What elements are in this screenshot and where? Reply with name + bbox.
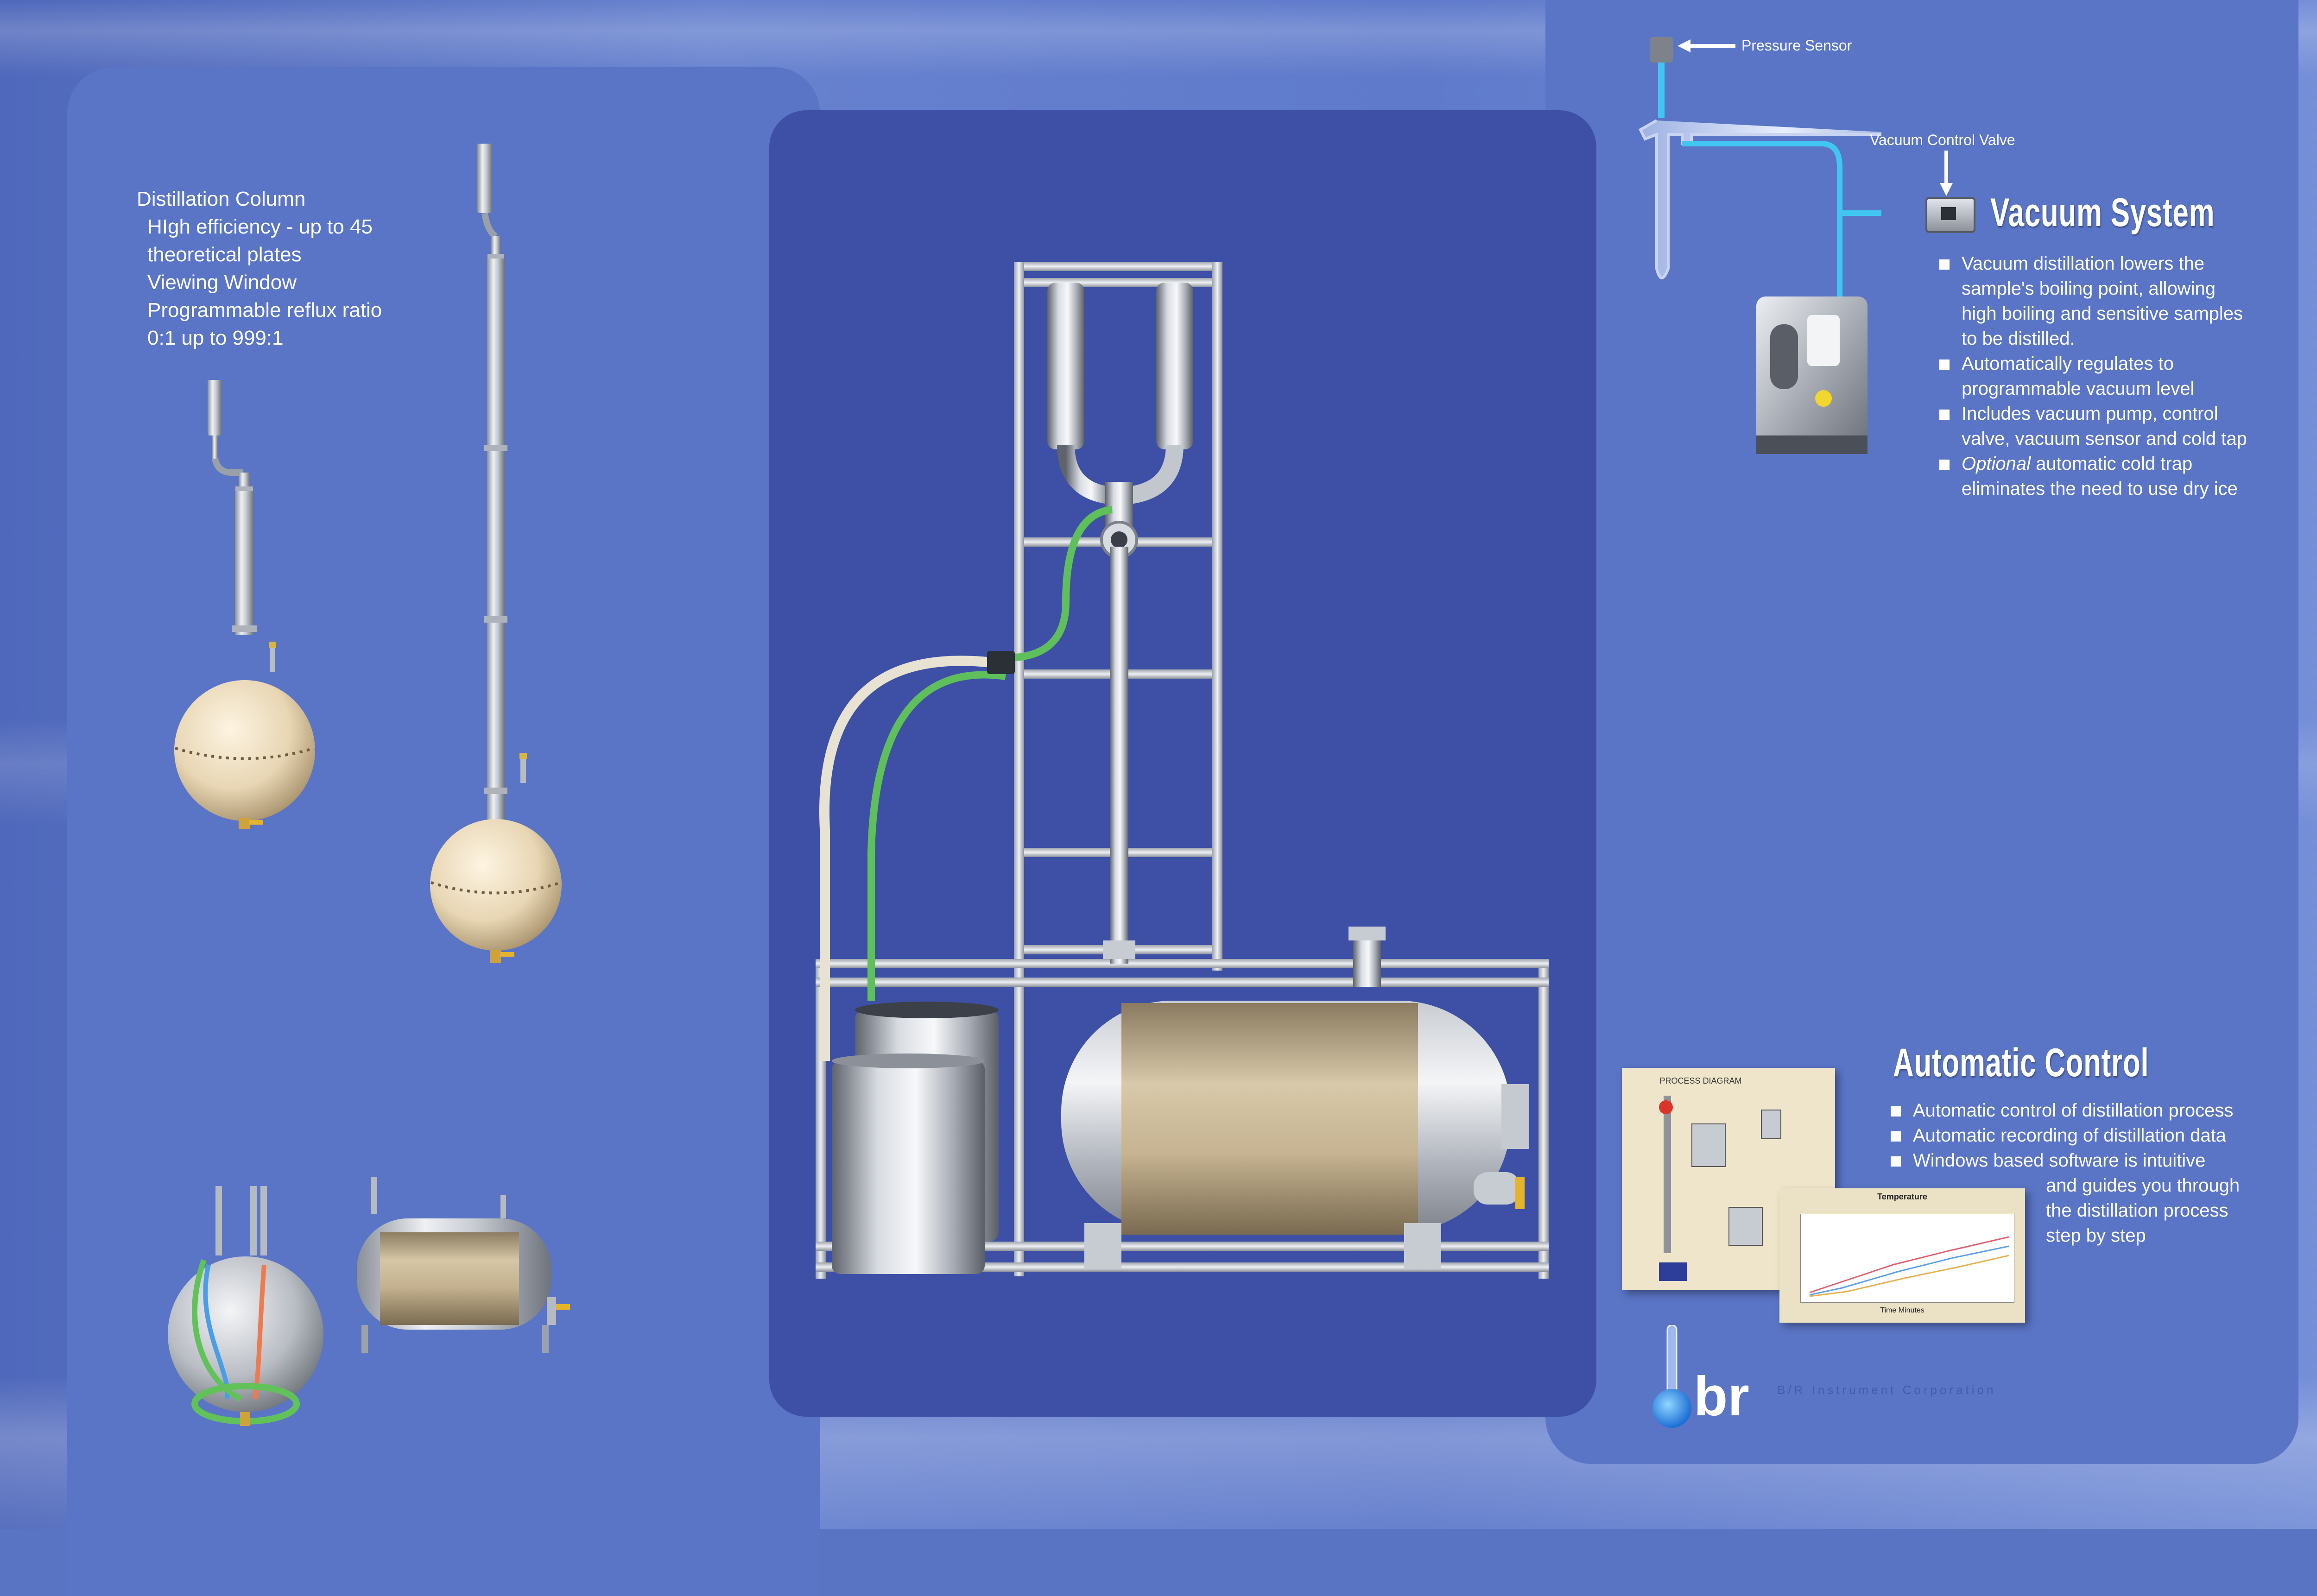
bullet-square-icon <box>1939 259 1950 270</box>
automatic-control-heading: Automatic Control <box>1893 1041 2149 1085</box>
distillation-line: 0:1 up to 999:1 <box>147 327 284 349</box>
temperature-chart-screenshot: Temperature Time Minutes <box>1779 1188 2025 1323</box>
automatic-bullet: Automatic recording of distillation data <box>1891 1123 2226 1148</box>
thermometer-icon <box>1666 1325 1678 1395</box>
column-illustrations <box>168 144 570 1426</box>
automatic-bullet: Windows based software is intuitive <box>1891 1148 2205 1173</box>
vacuum-control-valve-icon <box>1925 197 1975 233</box>
vacuum-line <box>1682 141 1842 213</box>
temperature-chart-x-axis: Time Minutes <box>1880 1306 1925 1314</box>
bullet-square-icon <box>1891 1131 1901 1142</box>
short-column <box>174 380 315 829</box>
small-tank <box>357 1177 570 1353</box>
hose-connector <box>987 651 1015 674</box>
temperature-chart-title: Temperature <box>1877 1192 1927 1201</box>
process-diagram-title: PROCESS DIAGRAM <box>1659 1076 1742 1085</box>
pressure-sensor-icon <box>1650 37 1673 63</box>
green-hose <box>1005 506 1113 662</box>
temperature-chart-lines <box>1809 1236 2009 1297</box>
vacuum-bullet: Automatically regulates to programmable … <box>1939 351 2194 401</box>
stainless-globe <box>168 1186 323 1426</box>
vacuum-bullet: Optional automatic cold trap eliminates … <box>1939 451 2238 501</box>
br-logo: br <box>1652 1325 1749 1428</box>
arrow-pointer-icon <box>1944 151 1948 188</box>
arrow-head-icon <box>1678 39 1690 52</box>
column-pipe <box>1110 547 1128 964</box>
distillation-line: theoretical plates <box>147 243 302 266</box>
bullet-square-icon <box>1891 1156 1901 1167</box>
bullet-square-icon <box>1939 360 1950 370</box>
logo-tagline: B/R Instrument Corporation <box>1777 1383 1996 1397</box>
distillation-line: HIgh efficiency - up to 45 <box>147 215 373 238</box>
vacuum-bullet: Includes vacuum pump, control valve, vac… <box>1939 401 2247 451</box>
vacuum-system-heading: Vacuum System <box>1990 190 2215 235</box>
bullet-square-icon <box>1939 460 1950 470</box>
automatic-bullet: Automatic control of distillation proces… <box>1891 1098 2233 1123</box>
distillation-title: Distillation Column <box>137 188 306 210</box>
arrow-head-icon <box>1940 183 1953 196</box>
white-hose <box>819 656 993 1061</box>
process-diagram-screenshot: PROCESS DIAGRAM <box>1622 1068 1835 1290</box>
tall-column <box>430 144 562 963</box>
main-still-illustration <box>816 262 1549 1279</box>
green-hose-lower <box>867 671 1007 1001</box>
bullet-square-icon <box>1939 410 1950 420</box>
arrow-pointer-icon <box>1684 44 1735 48</box>
condensers <box>1047 283 1193 559</box>
distillation-line: Viewing Window <box>147 271 297 294</box>
receiver-cans <box>832 1002 999 1274</box>
vacuum-control-valve-label: Vacuum Control Valve <box>1870 132 2015 148</box>
column-flange <box>1103 940 1135 959</box>
bullet-square-icon <box>1891 1106 1901 1117</box>
automatic-bullet-continued: and guides you through the distillation … <box>2046 1175 2240 1246</box>
distillation-line: Programmable reflux ratio <box>147 299 382 322</box>
vacuum-bullet: Vacuum distillation lowers the sample's … <box>1939 251 2243 351</box>
vacuum-diagram <box>1639 37 1881 454</box>
logo-mark: br <box>1694 1365 1749 1427</box>
boiler-tank <box>1061 927 1529 1269</box>
pressure-sensor-label: Pressure Sensor <box>1741 37 1852 54</box>
